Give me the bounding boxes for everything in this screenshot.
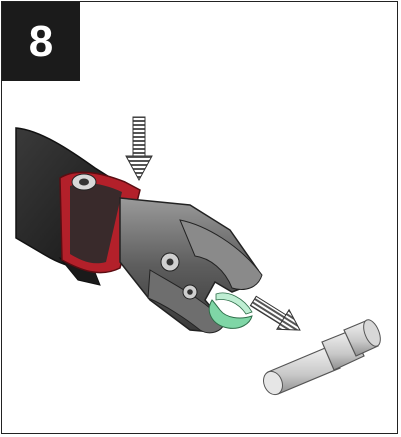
down-arrow-icon xyxy=(126,117,152,180)
press-jaw xyxy=(120,198,262,333)
right-arrow-icon xyxy=(247,291,306,340)
